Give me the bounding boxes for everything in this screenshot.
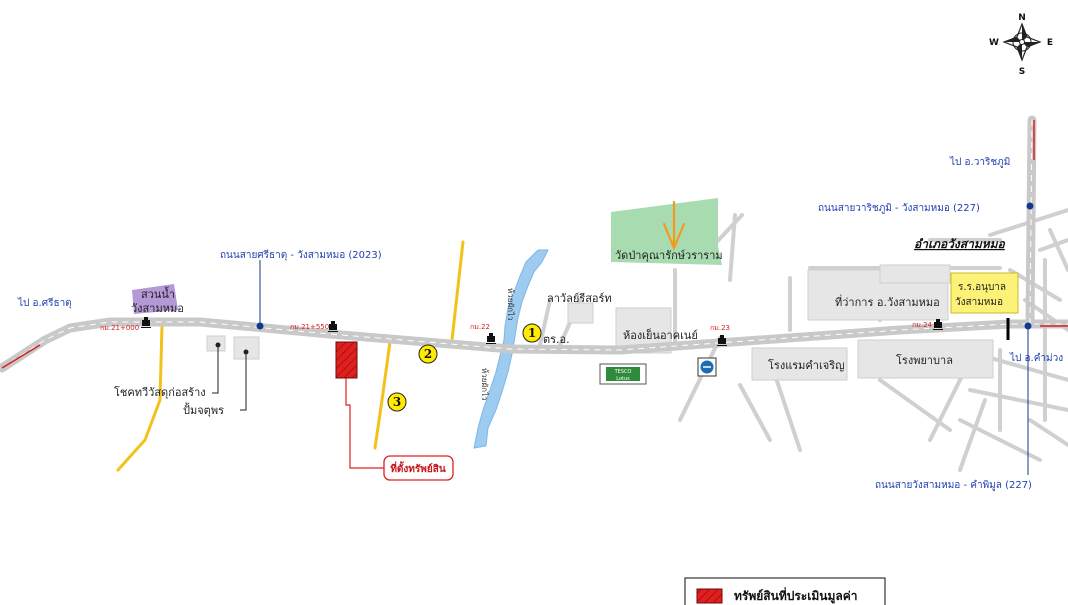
callout-dot-227-south: [1024, 322, 1032, 330]
compass-s: S: [1019, 67, 1025, 77]
point-2: 2: [418, 344, 438, 364]
shop-dot-1: [215, 342, 221, 348]
water-park-area: [132, 284, 178, 314]
kindergarten-area: [950, 272, 1019, 314]
label-restaurant: ห้องเย็นอาคเนย์: [623, 328, 698, 342]
compass-e: E: [1047, 38, 1053, 48]
shop-dot-2: [243, 349, 249, 355]
label-road-227-south: ถนนสายวังสามหมอ - คำพิมูล (227): [875, 480, 1032, 491]
label-park-1: สวนน้ำ: [141, 286, 175, 301]
label-kindergarten-1: ร.ร.อนุบาล: [958, 282, 1006, 293]
label-police: ตร.อ.: [543, 333, 570, 346]
yellow-side-roads: [116, 240, 465, 472]
label-road-227-north: ถนนสายวาริชภูมิ - วังสามหมอ (227): [818, 203, 980, 214]
label-canal-lower: ห้วยผักไว: [480, 368, 489, 401]
label-kindergarten-2: วังสามหมอ: [955, 297, 1003, 308]
label-to-warichaphum: ไป อ.วาริชภูมิ: [949, 156, 1010, 168]
km-label-24: กม.24: [912, 321, 933, 329]
km-label-23: กม.23: [710, 324, 730, 332]
label-to-si-that: ไป อ.ศรีธาตุ: [17, 297, 72, 309]
km-label-21-000: กม.21+000: [100, 324, 139, 332]
compass-n: N: [1018, 13, 1026, 23]
compass-rose: N S E W: [989, 13, 1053, 77]
tesco-text: TESCO: [614, 369, 632, 375]
point-1-number: 1: [528, 326, 536, 340]
property-site-text: ที่ตั้งทรัพย์สิน: [390, 461, 445, 475]
label-hotel: โรงแรมคำเจริญ: [768, 358, 844, 372]
label-shop-pump: ปั้มจตุพร: [183, 402, 224, 417]
bank-icon: [697, 357, 717, 377]
km-label-22: กม.22: [470, 323, 490, 331]
legend-swatch: [696, 588, 723, 604]
callout-dot-2023: [256, 322, 264, 330]
label-park-2: วังสามหมอ: [131, 302, 184, 315]
main-road: [0, 115, 1068, 373]
km-label-21-550: กม.21+550: [290, 323, 329, 331]
legend-text: ทรัพย์สินที่ประเมินมูลค่า: [734, 587, 858, 604]
point-1: 1: [522, 323, 542, 343]
label-district: อำเภอวังสามหมอ: [914, 237, 1006, 251]
callout-dot-227-north: [1026, 202, 1034, 210]
property-site-label: ที่ตั้งทรัพย์สิน: [383, 455, 454, 481]
label-to-kham-muang: ไป อ.คำม่วง: [1009, 352, 1063, 364]
label-lawan-resort: ลาวัลย์รีสอร์ท: [547, 292, 612, 305]
km-post-icons: [141, 317, 943, 346]
label-shop-construction: โชคทวีวัสดุก่อสร้าง: [114, 385, 206, 399]
label-road-2023: ถนนสายศรีธาตุ - วังสามหมอ (2023): [220, 249, 382, 261]
label-canal: ห้วยผักไว: [506, 288, 515, 321]
compass-w: W: [989, 38, 999, 48]
tesco-lotus-logo: TESCO Lotus: [599, 363, 647, 385]
point-2-number: 2: [424, 347, 432, 361]
legend: ทรัพย์สินที่ประเมินมูลค่า: [684, 577, 886, 605]
lotus-text: Lotus: [616, 376, 630, 382]
point-3: 3: [387, 392, 407, 412]
label-district-office: ที่ว่าการ อ.วังสามหมอ: [835, 294, 940, 309]
label-temple: วัดป่าคุณารักษ์วราราม: [615, 249, 723, 262]
point-3-number: 3: [393, 395, 401, 409]
shop-pointers: [212, 345, 247, 411]
label-hospital: โรงพยาบาล: [896, 353, 953, 367]
property-marker: [335, 341, 358, 379]
callout-lines: [259, 260, 1029, 475]
temple-arrow-icon: [662, 200, 686, 251]
property-leader-line: [345, 378, 384, 469]
